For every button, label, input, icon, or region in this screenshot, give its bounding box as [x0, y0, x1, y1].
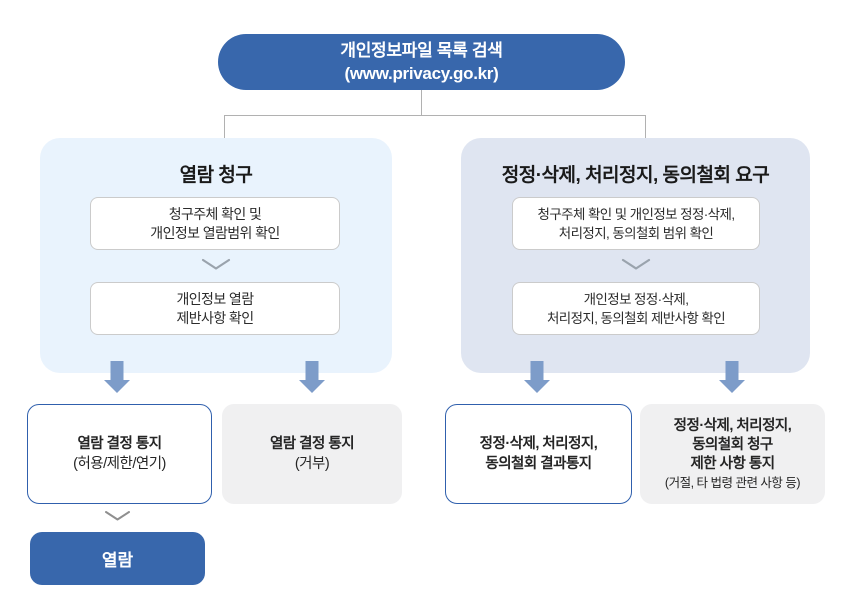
correction-restriction-notice-box: 정정·삭제, 처리정지, 동의철회 청구 제한 사항 통지 (거절, 타 법령 …	[640, 404, 825, 504]
result-title: 열람 결정 통지	[77, 436, 162, 452]
inspection-step-2: 개인정보 열람 제반사항 확인	[90, 282, 340, 335]
correction-result-notice-box: 정정·삭제, 처리정지, 동의철회 결과통지	[445, 404, 632, 504]
result-title: 제한 사항 통지	[690, 455, 775, 472]
root-node-privacy-file-search: 개인정보파일 목록 검색 (www.privacy.go.kr)	[218, 34, 625, 90]
result-subtitle: (거부)	[294, 456, 330, 472]
step-text: 개인정보 정정·삭제,	[583, 291, 689, 307]
chevron-down-icon	[201, 258, 231, 270]
connector-line	[224, 115, 225, 138]
correction-step-2: 개인정보 정정·삭제, 처리정지, 동의철회 제반사항 확인	[512, 282, 760, 335]
root-node-title: 개인정보파일 목록 검색	[340, 41, 503, 60]
result-subtitle: (거절, 타 법령 관련 사항 등)	[664, 475, 801, 490]
correction-request-panel: 정정·삭제, 처리정지, 동의철회 요구 청구주체 확인 및 개인정보 정정·삭…	[461, 138, 810, 373]
inspection-decision-notice-reject-box: 열람 결정 통지 (거부)	[222, 404, 402, 504]
step-text: 개인정보 열람	[176, 290, 255, 307]
chevron-down-icon	[105, 511, 130, 521]
down-arrow-icon	[719, 361, 745, 393]
down-arrow-icon	[104, 361, 130, 393]
result-title: 동의철회 청구	[692, 436, 773, 453]
inspection-step-1: 청구주체 확인 및 개인정보 열람범위 확인	[90, 197, 340, 250]
correction-step-1: 청구주체 확인 및 개인정보 정정·삭제, 처리정지, 동의철회 범위 확인	[512, 197, 760, 250]
inspection-request-panel: 열람 청구 청구주체 확인 및 개인정보 열람범위 확인 개인정보 열람 제반사…	[40, 138, 392, 373]
result-title: 정정·삭제, 처리정지,	[479, 436, 598, 452]
step-text: 개인정보 열람범위 확인	[150, 224, 280, 241]
step-text: 제반사항 확인	[176, 309, 255, 326]
inspection-decision-notice-allow-box: 열람 결정 통지 (허용/제한/연기)	[27, 404, 212, 504]
step-text: 청구주체 확인 및	[168, 205, 262, 222]
step-text: 처리정지, 동의철회 제반사항 확인	[546, 310, 726, 326]
step-text: 청구주체 확인 및 개인정보 정정·삭제,	[537, 206, 736, 222]
step-text: 처리정지, 동의철회 범위 확인	[558, 225, 714, 241]
inspection-panel-title: 열람 청구	[179, 165, 253, 186]
connector-line	[421, 90, 422, 115]
result-title: 동의철회 결과통지	[485, 456, 592, 472]
connector-line	[224, 115, 645, 116]
chevron-down-icon	[621, 258, 651, 270]
down-arrow-icon	[524, 361, 550, 393]
result-title: 열람 결정 통지	[269, 436, 355, 452]
final-label: 열람	[101, 551, 134, 570]
down-arrow-icon	[299, 361, 325, 393]
correction-panel-title: 정정·삭제, 처리정지, 동의철회 요구	[501, 165, 770, 186]
result-title: 정정·삭제, 처리정지,	[673, 417, 792, 434]
root-node-url: (www.privacy.go.kr)	[344, 64, 499, 83]
connector-line	[645, 115, 646, 138]
result-subtitle: (허용/제한/연기)	[73, 456, 166, 472]
inspection-final-node: 열람	[30, 532, 205, 585]
